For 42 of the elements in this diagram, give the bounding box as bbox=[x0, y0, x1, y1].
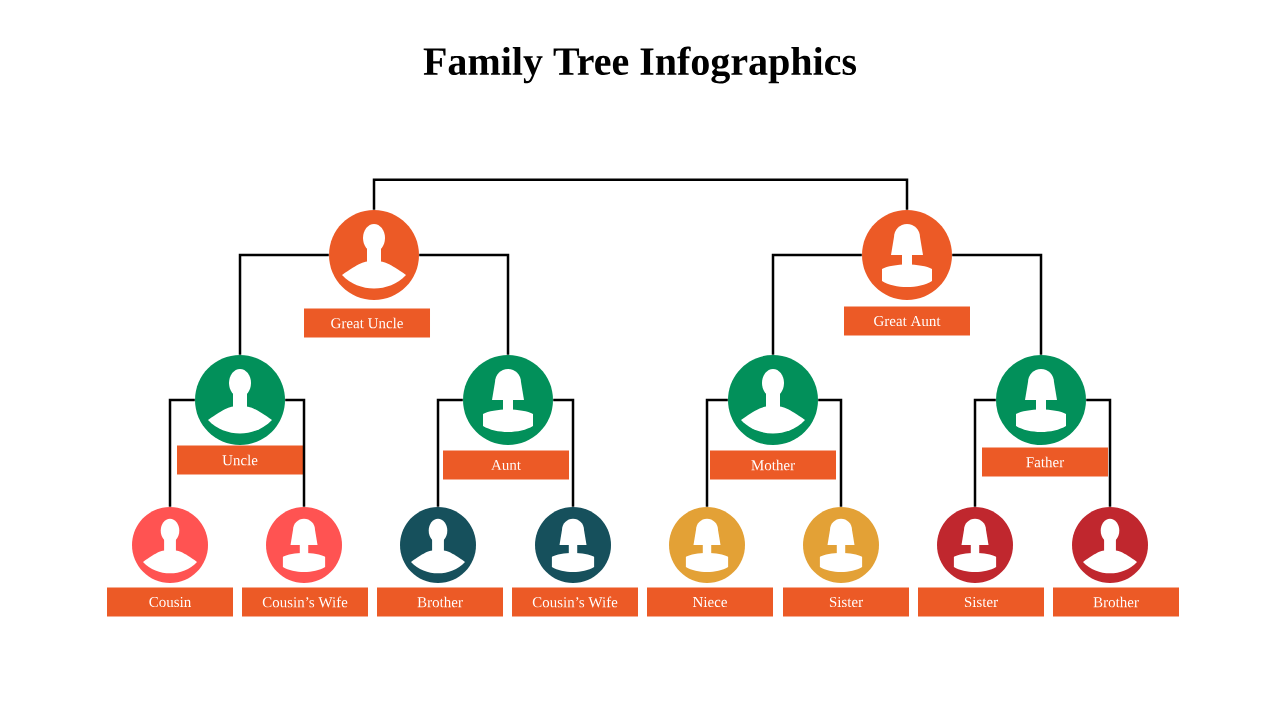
person-circle bbox=[1072, 507, 1148, 583]
name-label: Father bbox=[982, 447, 1108, 477]
person-circle bbox=[535, 507, 611, 583]
person-circle bbox=[463, 355, 553, 445]
connector-line bbox=[771, 253, 862, 355]
connector-line bbox=[419, 253, 510, 355]
connector-line bbox=[436, 398, 463, 507]
person-circle bbox=[728, 355, 818, 445]
title: Family Tree Infographics bbox=[423, 46, 857, 84]
connector-line bbox=[973, 398, 996, 507]
name-label: Uncle bbox=[177, 445, 303, 475]
person-circle bbox=[862, 210, 952, 300]
name-label: Great Uncle bbox=[304, 308, 430, 338]
connector-line bbox=[285, 398, 306, 507]
name-label: Brother bbox=[1053, 587, 1179, 617]
name-label: Cousin’s Wife bbox=[242, 587, 368, 617]
person-circle bbox=[132, 507, 208, 583]
name-label: Cousin bbox=[107, 587, 233, 617]
connector-line bbox=[818, 398, 843, 507]
person-circle bbox=[266, 507, 342, 583]
person-circle bbox=[195, 355, 285, 445]
person-circle bbox=[329, 210, 419, 300]
connector-line bbox=[372, 178, 909, 210]
name-label: Brother bbox=[377, 587, 503, 617]
name-label: Niece bbox=[647, 587, 773, 617]
person-circle bbox=[400, 507, 476, 583]
name-label: Sister bbox=[783, 587, 909, 617]
person-circle bbox=[996, 355, 1086, 445]
connector-line bbox=[1086, 398, 1112, 507]
connector-line bbox=[168, 398, 195, 507]
name-label: Mother bbox=[710, 450, 836, 480]
name-label: Sister bbox=[918, 587, 1044, 617]
name-label: Great Aunt bbox=[844, 306, 970, 336]
connector-line bbox=[705, 398, 728, 507]
connector-line bbox=[238, 253, 329, 355]
connector-line bbox=[952, 253, 1043, 355]
person-circle bbox=[669, 507, 745, 583]
person-circle bbox=[803, 507, 879, 583]
person-circle bbox=[937, 507, 1013, 583]
name-label: Aunt bbox=[443, 450, 569, 480]
name-label: Cousin’s Wife bbox=[512, 587, 638, 617]
connector-line bbox=[553, 398, 575, 507]
